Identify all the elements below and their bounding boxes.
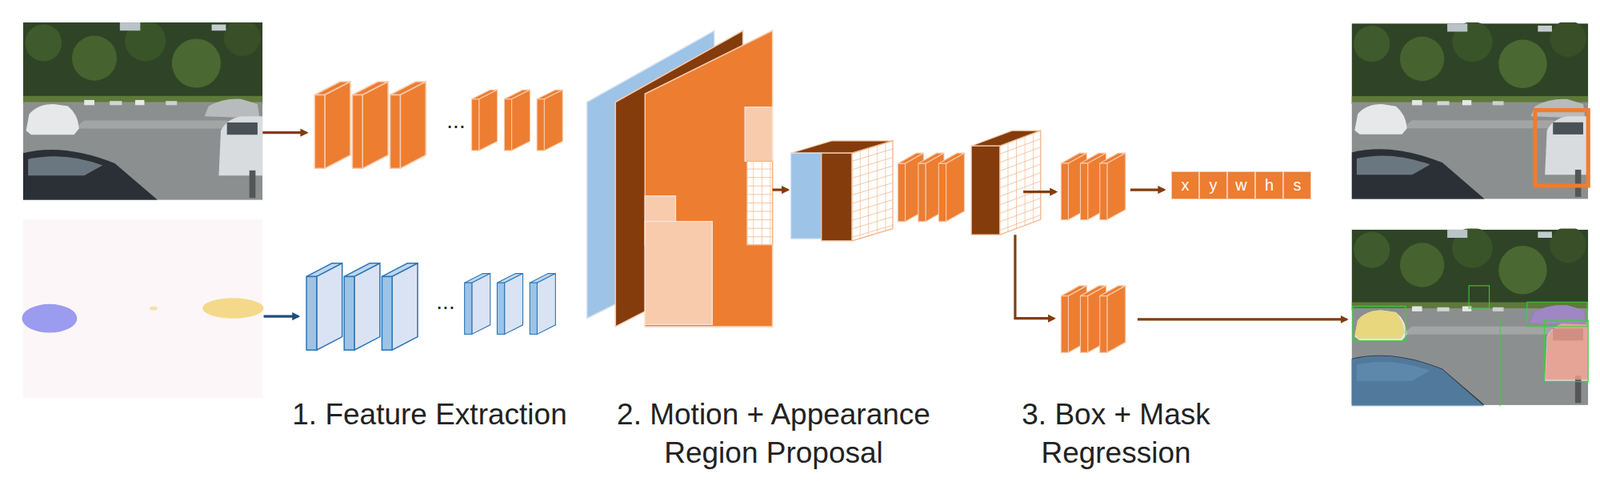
flow-arrow: [264, 315, 299, 318]
flow-arrow: [262, 131, 307, 134]
instance-box: [1544, 320, 1588, 381]
feature-slab: [1100, 152, 1126, 220]
feature-slab: [938, 152, 964, 222]
cell-text: y: [1209, 176, 1218, 195]
instance-box: [1468, 285, 1489, 308]
ellipsis: ...: [424, 108, 488, 133]
flow-blob: [149, 305, 158, 310]
instance-box: [1352, 305, 1406, 340]
feature-slab: [381, 263, 418, 350]
roi-grid: [747, 160, 773, 245]
head-cube-front: [971, 145, 1000, 235]
feature-slab: [504, 89, 530, 151]
cell-text: w: [1235, 176, 1247, 195]
roi-grid: [747, 160, 773, 245]
instance-mask: [1528, 304, 1586, 324]
stage-label: 1. Feature Extraction: [261, 395, 598, 434]
grid-face: [852, 140, 893, 241]
grid-face: [1000, 130, 1041, 235]
cell-text: s: [1293, 176, 1302, 195]
ellipsis: ...: [413, 289, 478, 314]
feature-slab: [390, 81, 427, 168]
flow-arrow: [1130, 188, 1164, 191]
roi-cube-motion: [791, 152, 822, 239]
appearance-feature-map: [644, 30, 772, 327]
stage-label: 2. Motion + Appearance Region Proposal: [601, 395, 946, 472]
feature-slab: [529, 273, 556, 335]
vector-cell: x: [1171, 171, 1200, 200]
instance-mask: [1352, 355, 1485, 406]
flow-arrow: [772, 188, 788, 191]
stage-label: 3. Box + Mask Regression: [996, 395, 1236, 472]
vector-cell: h: [1255, 171, 1284, 200]
flow-arrow: [1137, 317, 1347, 320]
roi-cube-appearance: [821, 152, 852, 241]
instance-mask: [1354, 309, 1404, 339]
input-frame: [23, 19, 264, 200]
instance-box: [1527, 301, 1588, 327]
flow-blob: [21, 304, 77, 333]
detection-output: [1352, 20, 1589, 200]
feature-slab: [314, 81, 351, 168]
detection-box: [1535, 110, 1588, 186]
feature-slab: [352, 81, 388, 168]
cell-text: x: [1181, 176, 1190, 195]
flow-blob: [202, 297, 264, 318]
feature-slab: [464, 273, 491, 335]
grid-face: [1000, 130, 1041, 235]
cell-text: h: [1264, 176, 1274, 195]
vector-cell: y: [1199, 171, 1228, 200]
feature-slab: [536, 89, 563, 151]
feature-slab: [344, 263, 380, 350]
flow-arrow: [1023, 190, 1056, 193]
feature-slab: [472, 89, 498, 151]
head-cube-grid: [1000, 130, 1041, 235]
feature-slab: [306, 263, 343, 350]
feature-slab: [1100, 285, 1126, 352]
vector-cell: w: [1227, 171, 1256, 200]
feature-slab: [496, 273, 523, 335]
roi-cube-grid: [852, 140, 893, 241]
instance-box: [1499, 316, 1500, 406]
region-proposal: [644, 221, 712, 325]
flow-arrow: [1015, 234, 1054, 319]
instance-mask: [1545, 322, 1589, 380]
vector-cell: s: [1283, 171, 1312, 200]
region-proposal: [744, 107, 772, 162]
grid-face: [852, 140, 893, 241]
